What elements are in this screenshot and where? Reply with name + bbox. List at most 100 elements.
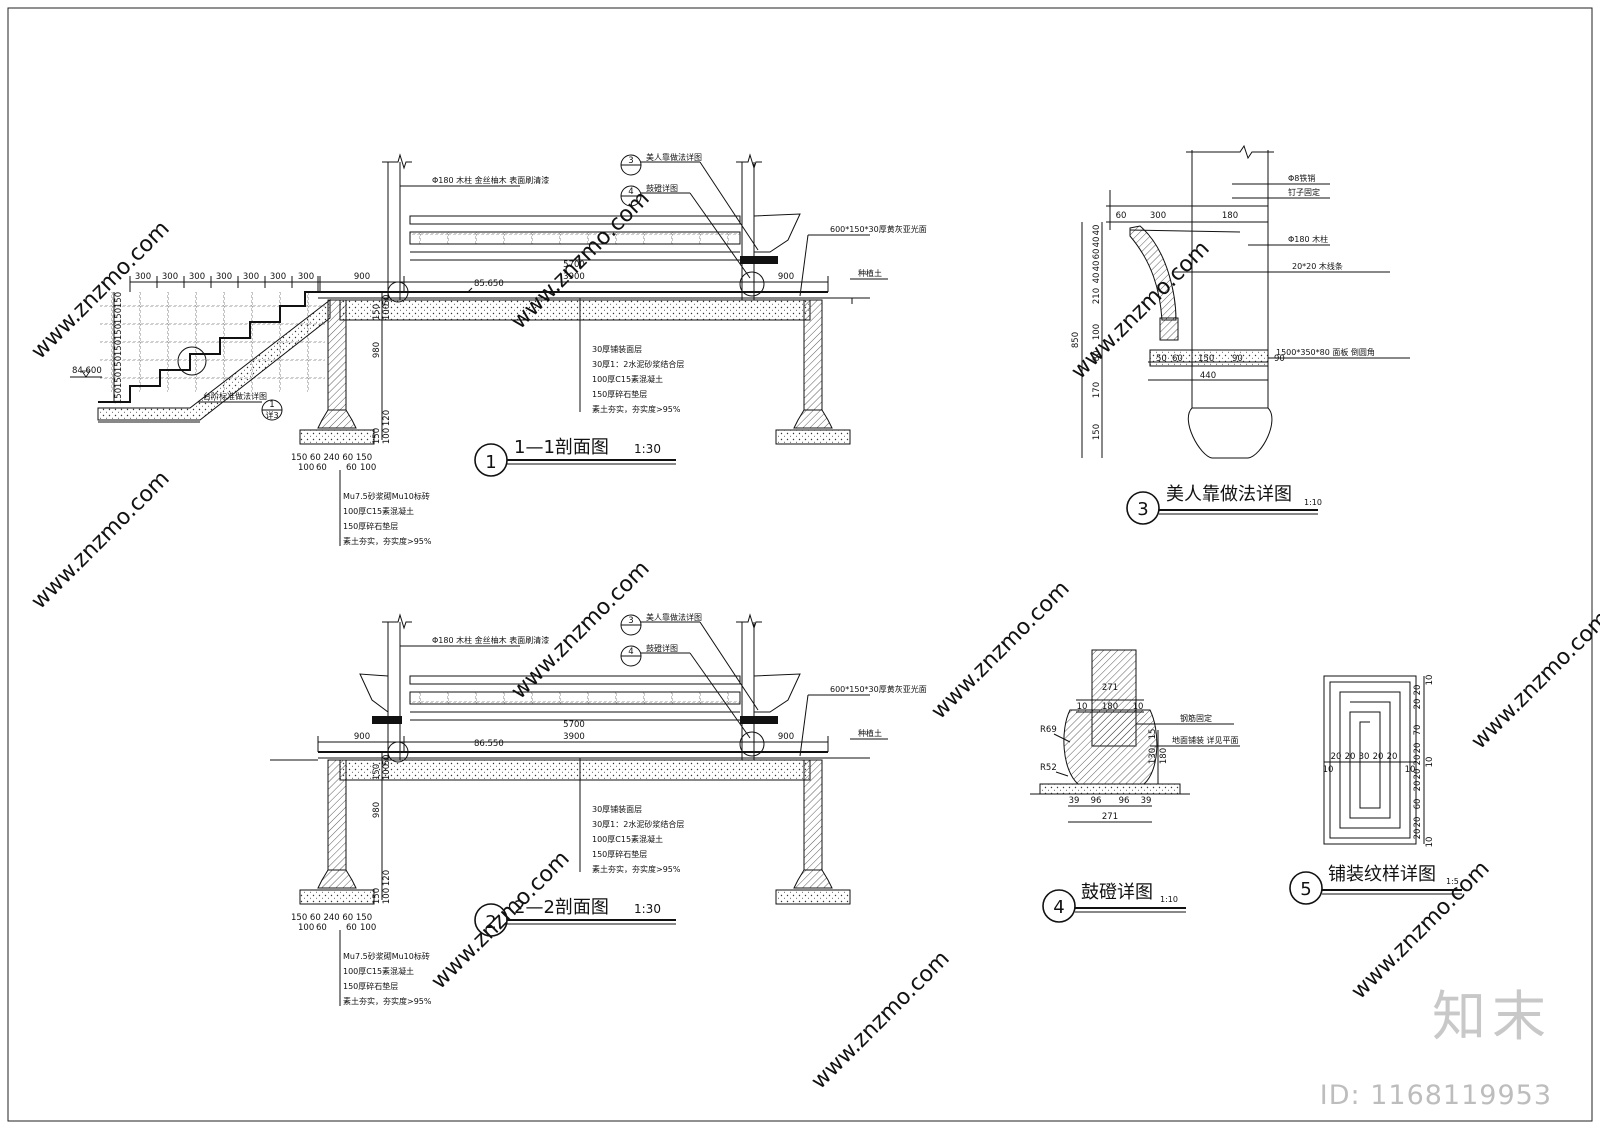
dim-side: 900 [778,732,794,742]
dim-footing: 150 60 240 60 150 [291,913,372,923]
detail-4-drum-base: 271 10 180 10 39 96 96 39 271 15 130 180… [1030,649,1240,923]
elevation-top: 85.650 [474,279,504,289]
dim-footing: 100 [360,463,376,473]
dim-total: 5700 [563,720,585,730]
pavilion-annotations: Φ180 木柱 金丝柚木 表面刷清漆 3 美人靠做法详图 4 鼓磴详图 600*… [339,152,927,546]
detail-3-title-text: 美人靠做法详图 [1166,484,1292,505]
detail-4-dim: 10 [1077,702,1088,712]
footing-layer: Mu7.5砂浆砌Mu10标砖 [343,491,430,501]
detail-5-dim: 30 [1359,752,1370,762]
detail-5-dim: 20 [1413,769,1423,780]
ref-3-num: 3 [628,156,633,166]
section-2-2: 900 5700 3900 900 86.550 980 150 100 50 … [270,612,927,1006]
elevation-ground: 84.600 [72,366,102,376]
footing-layer: 素土夯实，夯实度>95% [343,996,432,1006]
step-height: 150 [114,388,124,404]
detail-4-dim: 10 [1133,702,1144,712]
detail-3-dim: 210 [1092,288,1102,304]
section-1-1: 300 300 300 300 300 300 300 150 150 150 … [70,152,927,546]
step-height: 150 [114,356,124,372]
detail-5-dim: 20 [1387,752,1398,762]
detail-3-dim: 50 [1156,354,1167,364]
detail-4-total: 271 [1102,812,1118,822]
detail-3-dim: 40 [1092,273,1102,284]
detail-4-dim: 96 [1091,796,1102,806]
step-dim: 300 [135,272,151,282]
dim-total: 5700 [563,260,585,270]
dim-footing: 150 60 240 60 150 [291,453,372,463]
step-dim: 300 [298,272,314,282]
detail-3-dim: 150 [1092,424,1102,440]
grade-label: 种植土 [858,728,882,738]
dim-layer: 100 [382,888,392,904]
detail-4-dim: 15 [1148,729,1158,740]
dim-h980: 980 [372,802,382,818]
detail-3-note: Φ8铁销 [1288,173,1315,183]
pavilion-dims: 900 5700 3900 900 85.650 980 150 100 50 … [291,260,829,473]
detail-5-dim: 10 [1425,757,1435,768]
detail-5-dim: 20 [1413,781,1423,792]
detail-4-note: 钢筋固定 [1180,713,1212,723]
section-2-number: 2 [485,912,496,933]
watermark-logo: 知末 [1432,985,1552,1048]
section-1-number: 1 [485,452,496,473]
deck-layer: 150厚碎石垫层 [592,849,647,859]
dim-footing: 60 [346,923,357,933]
dim-h980: 980 [372,342,382,358]
detail-3-dim: 180 [1222,211,1238,221]
detail-3-base: 440 [1200,371,1216,381]
dim-side: 900 [354,272,370,282]
detail-5-dim: 20 [1413,829,1423,840]
deck-layer: 30厚1：2水泥砂浆结合层 [592,819,684,829]
footing-layer: 150厚碎石垫层 [343,981,398,991]
dim-footing: 60 [346,463,357,473]
edge-note: 600*150*30厚黄灰亚光面 [830,224,927,234]
section-1-title-text: 1—1剖面图 [514,437,609,458]
detail-5-title: 5 铺装纹样详图 1:5 [1289,864,1462,905]
detail-4-note: 地面铺装 详见平面 [1172,735,1239,745]
footing-layer: 150厚碎石垫层 [343,521,398,531]
watermark-stamp: www.znzmo.com [927,576,1075,724]
deck-layer: 100厚C15素混凝土 [592,374,663,384]
section-2-title-text: 2—2剖面图 [514,897,609,918]
detail-5-dim: 20 [1413,699,1423,710]
dim-footing: 100 [298,923,314,933]
column-note: Φ180 木柱 金丝柚木 表面刷清漆 [432,635,549,645]
detail-3-dim: 90 [1232,354,1243,364]
detail-5-dim: 20 [1413,817,1423,828]
deck-layer: 素土夯实，夯实度>95% [592,864,681,874]
detail-3-dim: 150 [1198,354,1214,364]
detail-3-dim: 60 [1172,354,1183,364]
detail-4-radius: R69 [1040,725,1057,735]
detail-3-dim: 300 [1150,211,1166,221]
detail-3-dim: 40 [1092,237,1102,248]
detail-5-dim: 70 [1413,725,1423,736]
stair-ref-sheet: 详3 [265,410,278,420]
detail-3-title: 3 美人靠做法详图 1:10 [1126,484,1322,525]
dim-layer: 120 [382,870,392,886]
footing-layer: 100厚C15素混凝土 [343,966,414,976]
detail-3-scale: 1:10 [1304,498,1322,507]
detail-3-number: 3 [1137,499,1148,520]
detail-3-dim: 170 [1092,382,1102,398]
deck-layer: 150厚碎石垫层 [592,389,647,399]
sheet-border [7,7,1593,1122]
detail-4-dim: 96 [1119,796,1130,806]
dim-layer: 150 [372,888,382,904]
stair-note: 台阶标准做法详图 [203,391,267,401]
detail-5-dim: 20 [1413,755,1423,766]
ref-3-num: 3 [628,616,633,626]
detail-3-dim: 100 [1092,324,1102,340]
detail-3-dim: 40 [1092,225,1102,236]
ref-3-label: 美人靠做法详图 [646,152,702,162]
deck-layer: 素土夯实，夯实度>95% [592,404,681,414]
detail-5-dim: 10 [1425,675,1435,686]
watermark-stamp: www.znzmo.com [27,466,175,614]
dim-footing: 60 [316,463,327,473]
detail-4-dim: 180 [1102,702,1118,712]
detail-3-dim: 60 [1116,211,1127,221]
dim-layer: 100 [382,764,392,780]
step-height: 150 [114,340,124,356]
watermark-stamp: www.znzmo.com [807,946,955,1094]
detail-4-dim: 39 [1141,796,1152,806]
